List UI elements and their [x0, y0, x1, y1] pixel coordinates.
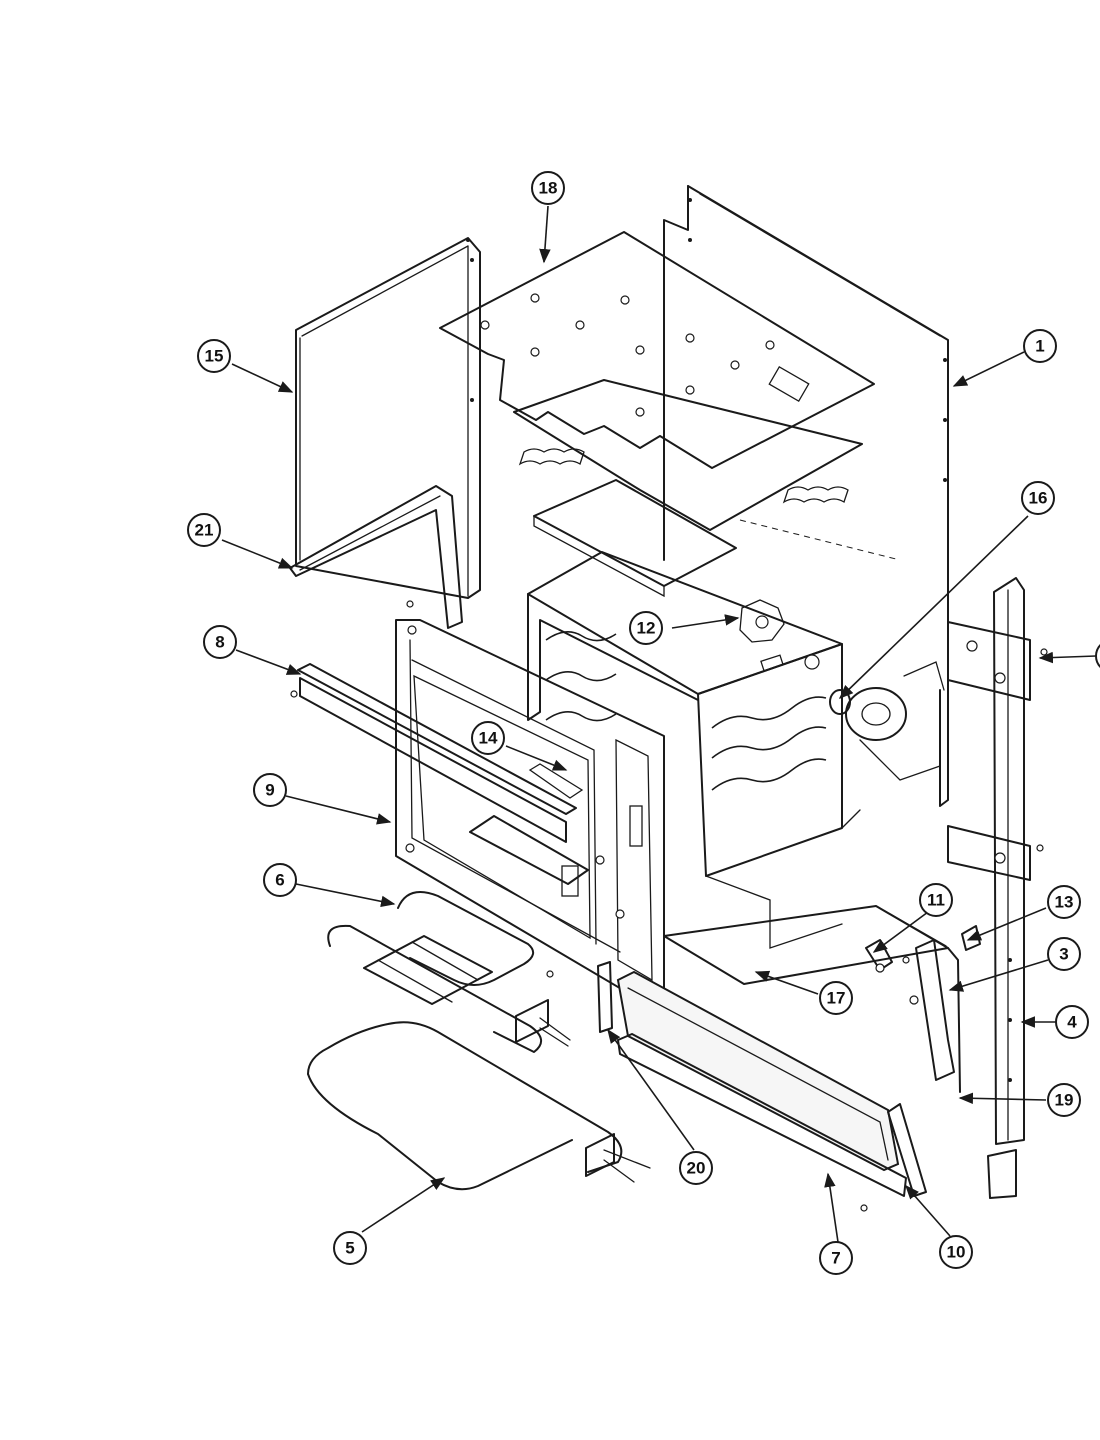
part-side-trim [289, 485, 463, 629]
callout-6-label: 6 [275, 871, 284, 890]
callout-4: 4 [1055, 1005, 1089, 1039]
callout-17-label: 17 [827, 989, 846, 1008]
callout-17: 17 [819, 981, 853, 1015]
callout-14-label: 14 [479, 729, 498, 748]
callout-6: 6 [263, 863, 297, 897]
callout-7: 7 [819, 1241, 853, 1275]
callout-1: 1 [1023, 329, 1057, 363]
part-liner-shield [533, 479, 737, 598]
callout-15-label: 15 [205, 347, 224, 366]
callout-3: 3 [1047, 937, 1081, 971]
callout-21: 21 [187, 513, 221, 547]
part-door-trim [887, 1103, 927, 1197]
part-side-panel-left [295, 237, 481, 599]
callout-20-label: 20 [687, 1159, 706, 1178]
callout-12: 12 [629, 611, 663, 645]
part-rail [290, 600, 577, 843]
callout-3-label: 3 [1059, 945, 1068, 964]
callout-10-label: 10 [947, 1243, 966, 1262]
callout-8-label: 8 [215, 633, 224, 652]
callout-16-label: 16 [1029, 489, 1048, 508]
callout-20: 20 [679, 1151, 713, 1185]
callout-5-label: 5 [345, 1239, 354, 1258]
part-bake-element [307, 1021, 651, 1191]
callout-14: 14 [471, 721, 505, 755]
part-shelf [469, 763, 589, 885]
callout-18: 18 [531, 171, 565, 205]
part-hardware [546, 648, 1048, 1212]
part-bottom-panel [663, 905, 961, 1093]
callout-13-label: 13 [1055, 893, 1074, 912]
callout-9: 9 [253, 773, 287, 807]
callout-15: 15 [197, 339, 231, 373]
part-cabinet-body [663, 185, 949, 807]
callout-7-label: 7 [831, 1249, 840, 1268]
callout-18-label: 18 [539, 179, 558, 198]
part-top-panel [439, 231, 875, 531]
callout-leaders [221, 205, 1097, 1243]
callout-21-label: 21 [195, 521, 214, 540]
part-door-glass [616, 970, 907, 1197]
callout-1-label: 1 [1035, 337, 1044, 356]
callout-19: 19 [1047, 1083, 1081, 1117]
part-front-rail-right [947, 577, 1031, 1199]
callout-9-label: 9 [265, 781, 274, 800]
callout-4-label: 4 [1067, 1013, 1077, 1032]
part-hinge-bracket [597, 961, 613, 1033]
part-fan-motor [829, 661, 945, 781]
callout-5: 5 [333, 1231, 367, 1265]
callout-12-label: 12 [637, 619, 656, 638]
part-sensor [739, 599, 785, 643]
callout-2: 2 [1095, 643, 1100, 669]
callout-13: 13 [1047, 885, 1081, 919]
callout-11-label: 11 [927, 891, 945, 910]
part-insulation [518, 448, 849, 504]
callout-8: 8 [203, 625, 237, 659]
part-broil-element [327, 891, 571, 1053]
callout-16: 16 [1021, 481, 1055, 515]
callout-11: 11 [919, 883, 953, 917]
part-oven-liner [527, 551, 861, 949]
callout-10: 10 [939, 1235, 973, 1269]
callout-19-label: 19 [1055, 1091, 1074, 1110]
